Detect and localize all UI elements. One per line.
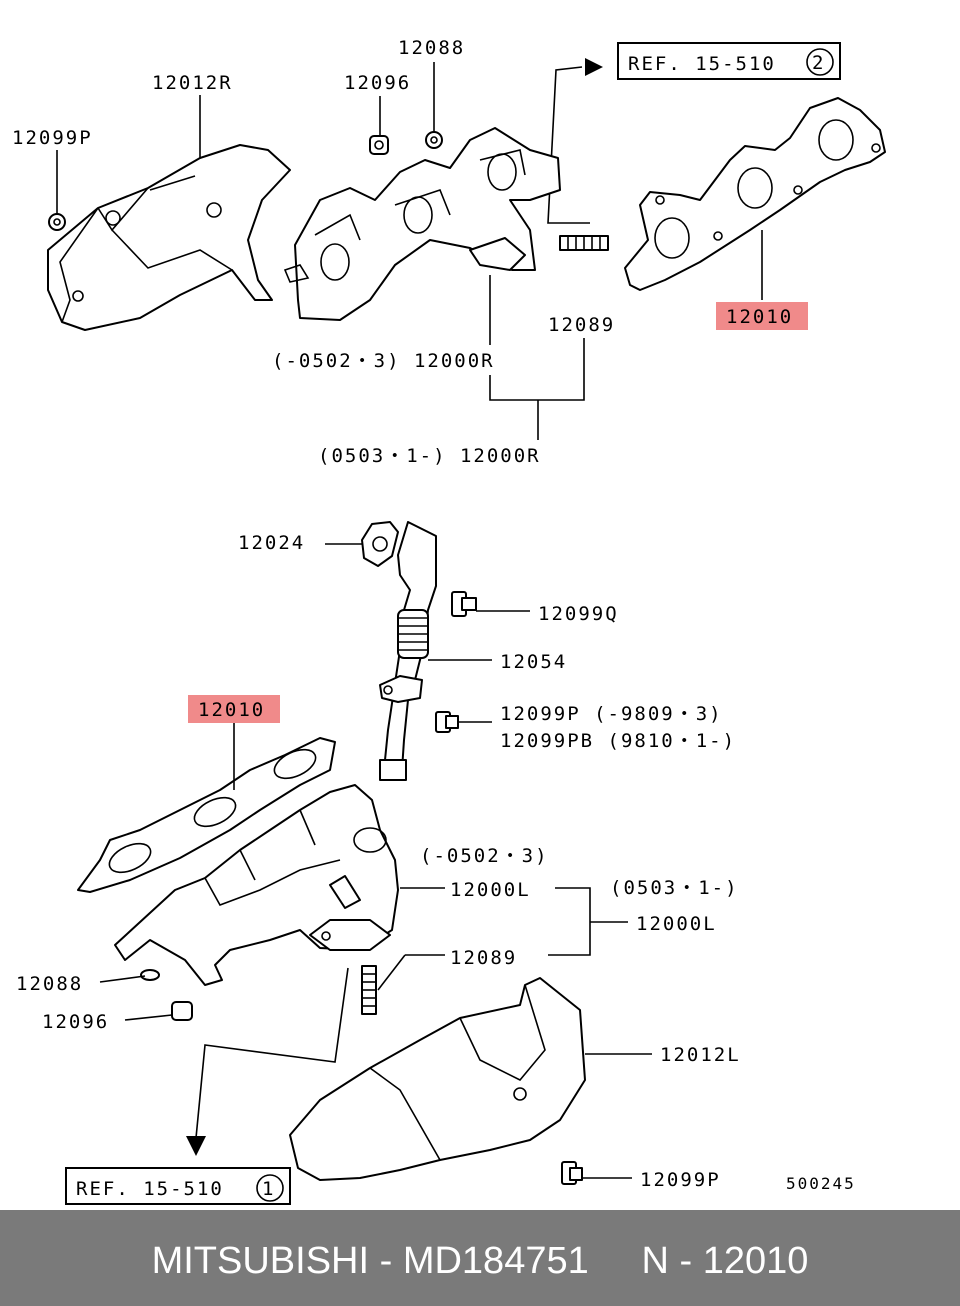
label-12000l-late: 12000L: [636, 913, 717, 935]
label-12088-bottom: 12088: [16, 973, 83, 995]
label-12024: 12024: [238, 532, 305, 554]
arrow-to-ref-bottom: [186, 967, 349, 1156]
heat-shield-12012l: [289, 977, 586, 1181]
highlight-12010-top: [716, 302, 808, 330]
label-12000r-early: (-0502・3) 12000R: [272, 350, 495, 372]
bolt-12099q: [451, 591, 477, 617]
arrow-to-ref-top: [547, 58, 603, 224]
washer-12088-bottom: [140, 969, 160, 981]
label-12012l: 12012L: [660, 1044, 741, 1066]
stud-12089-bottom: [361, 965, 377, 1015]
ref-box-bottom[interactable]: REF. 15-510 1: [65, 1167, 291, 1205]
stud-12089-top: [559, 235, 609, 251]
label-12012r: 12012R: [152, 72, 233, 94]
label-12096-bottom: 12096: [42, 1011, 109, 1033]
egr-pipe-12054: [379, 521, 437, 781]
manifold-12000l: [114, 784, 399, 986]
label-12099p-bottom: 12099P: [640, 1169, 721, 1191]
nut-12099p-top: [48, 213, 66, 231]
label-12096-top: 12096: [344, 72, 411, 94]
bolt-12099p-mid: [435, 711, 459, 733]
gasket-12010-bottom: [77, 737, 336, 893]
label-12088-top: 12088: [398, 37, 465, 59]
bolt-12099p-bottom: [561, 1161, 583, 1185]
ref-box-top[interactable]: REF. 15-510 2: [617, 42, 841, 80]
ref-top-circle-number: 2: [812, 52, 825, 74]
label-12089-top: 12089: [548, 314, 615, 336]
heat-shield-12012r: [47, 144, 291, 331]
label-12099pb: 12099PB (9810・1-): [500, 730, 736, 752]
label-12010-bottom: 12010: [198, 699, 265, 721]
label-12000l-early: 12000L: [450, 879, 531, 901]
highlight-12010-bottom: [188, 695, 280, 723]
label-12054: 12054: [500, 651, 567, 673]
ref-top-label: REF. 15-510: [628, 53, 776, 75]
manifold-12000r: [283, 127, 561, 321]
label-range-0502: (-0502・3): [420, 845, 549, 867]
footer-bar: MITSUBISHI - MD184751 N - 12010: [0, 1210, 960, 1306]
label-12010-top: 12010: [726, 306, 793, 328]
diagram-code: 500245: [786, 1174, 856, 1193]
part-number-caption: MITSUBISHI - MD184751 N - 12010: [151, 1240, 809, 1282]
leaders-top: [56, 62, 763, 440]
label-12099q: 12099Q: [538, 603, 619, 625]
label-range-0503: (0503・1-): [610, 877, 739, 899]
nut-12096-bottom: [171, 1001, 193, 1021]
gasket-12024: [361, 521, 399, 567]
label-12099p-top: 12099P: [12, 127, 93, 149]
washer-12088-top: [425, 131, 443, 149]
parts-diagram: REF. 15-510 2: [12, 37, 886, 1205]
gasket-12010-top: [624, 97, 886, 291]
ref-bottom-label: REF. 15-510: [76, 1178, 224, 1200]
label-12089-bottom: 12089: [450, 947, 517, 969]
label-12000r-late: (0503・1-) 12000R: [318, 445, 541, 467]
leaders-bottom: [99, 543, 652, 1179]
ref-bottom-circle-number: 1: [262, 1178, 275, 1200]
nut-12096-top: [369, 135, 389, 155]
label-12099p-mid: 12099P (-9809・3): [500, 703, 723, 725]
